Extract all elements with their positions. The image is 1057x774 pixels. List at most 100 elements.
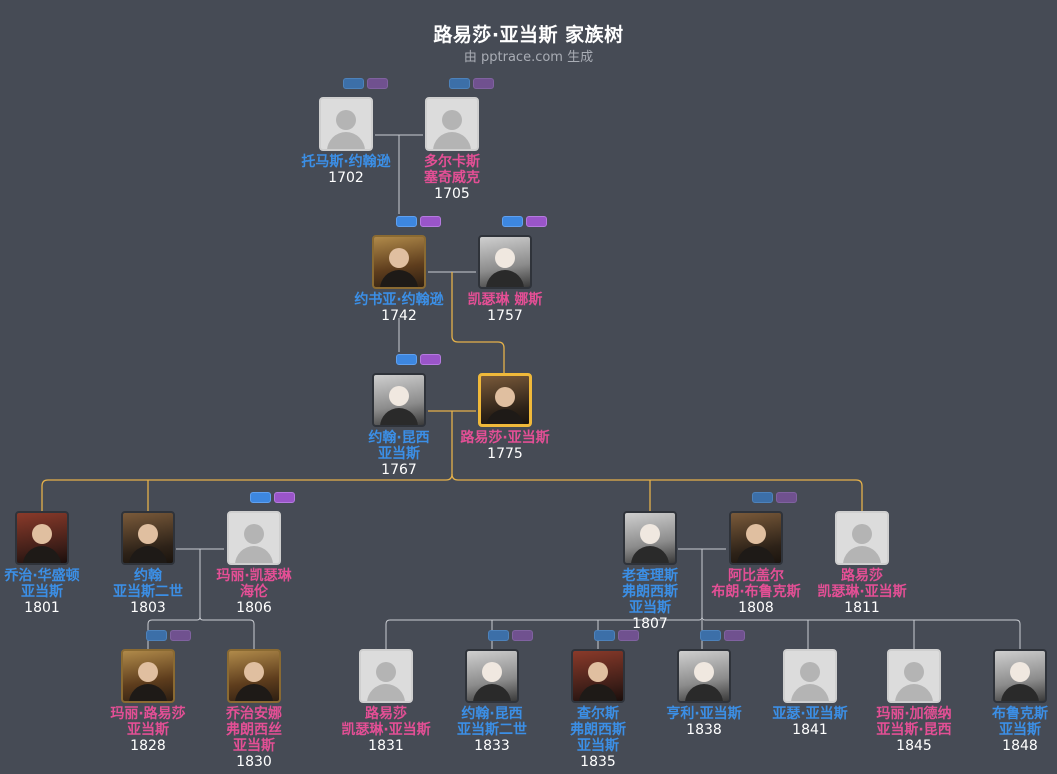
person-name[interactable]: 路易莎 xyxy=(841,568,883,584)
avatar-placeholder-icon[interactable] xyxy=(227,511,281,565)
expand-controls[interactable] xyxy=(396,350,444,365)
person-name[interactable]: 约翰·昆西 xyxy=(461,706,523,722)
expand-children-icon[interactable] xyxy=(724,630,745,641)
portrait-photo[interactable] xyxy=(571,649,625,703)
expand-parents-icon[interactable] xyxy=(146,630,167,641)
portrait-photo[interactable] xyxy=(478,235,532,289)
person-name[interactable]: 亚当斯 xyxy=(21,584,63,600)
person-name[interactable]: 乔治安娜 xyxy=(226,706,282,722)
person-name[interactable]: 玛丽·凯瑟琳 xyxy=(216,568,292,584)
expand-controls[interactable] xyxy=(449,74,497,89)
person-name[interactable]: 塞奇威克 xyxy=(424,170,480,186)
person-name[interactable]: 路易莎·亚当斯 xyxy=(460,430,550,446)
person-name[interactable]: 玛丽·路易莎 xyxy=(110,706,186,722)
person-name[interactable]: 约翰 xyxy=(134,568,162,584)
portrait-photo[interactable] xyxy=(465,649,519,703)
portrait-photo[interactable] xyxy=(227,649,281,703)
portrait-photo[interactable] xyxy=(729,511,783,565)
portrait-photo[interactable] xyxy=(478,373,532,427)
expand-parents-icon[interactable] xyxy=(752,492,773,503)
expand-parents-icon[interactable] xyxy=(700,630,721,641)
expand-children-icon[interactable] xyxy=(274,492,295,503)
person-name[interactable]: 弗朗西斯 xyxy=(622,584,678,600)
person-name[interactable]: 老查理斯 xyxy=(622,568,678,584)
person-name[interactable]: 约书亚·约翰逊 xyxy=(354,292,444,308)
avatar-placeholder-icon[interactable] xyxy=(783,649,837,703)
expand-children-icon[interactable] xyxy=(618,630,639,641)
expand-parents-icon[interactable] xyxy=(594,630,615,641)
expand-controls[interactable] xyxy=(250,488,298,503)
person-name[interactable]: 查尔斯 xyxy=(577,706,619,722)
expand-controls[interactable] xyxy=(488,626,536,641)
person-name[interactable]: 玛丽·加德纳 xyxy=(876,706,952,722)
avatar-placeholder-icon[interactable] xyxy=(319,97,373,151)
expand-children-icon[interactable] xyxy=(420,216,441,227)
person-name[interactable]: 凯瑟琳 娜斯 xyxy=(467,292,543,308)
expand-controls[interactable] xyxy=(343,74,391,89)
portrait-photo[interactable] xyxy=(372,373,426,427)
person-name[interactable]: 亚当斯 xyxy=(999,722,1041,738)
person-name[interactable]: 亚瑟·亚当斯 xyxy=(772,706,848,722)
expand-controls[interactable] xyxy=(502,212,550,227)
expand-controls[interactable] xyxy=(594,626,642,641)
person-name[interactable]: 布鲁克斯 xyxy=(992,706,1048,722)
expand-children-icon[interactable] xyxy=(776,492,797,503)
expand-controls[interactable] xyxy=(700,626,748,641)
person-name[interactable]: 乔治·华盛顿 xyxy=(4,568,80,584)
expand-parents-icon[interactable] xyxy=(396,354,417,365)
portrait-photo[interactable] xyxy=(121,649,175,703)
expand-parents-icon[interactable] xyxy=(250,492,271,503)
expand-parents-icon[interactable] xyxy=(396,216,417,227)
expand-parents-icon[interactable] xyxy=(343,78,364,89)
person-name[interactable]: 弗朗西斯 xyxy=(570,722,626,738)
expand-parents-icon[interactable] xyxy=(488,630,509,641)
person-name[interactable]: 阿比盖尔 xyxy=(728,568,784,584)
person-name[interactable]: 约翰·昆西 xyxy=(368,430,430,446)
person-name[interactable]: 弗朗西丝 xyxy=(226,722,282,738)
person-name[interactable]: 亚当斯 xyxy=(233,738,275,754)
avatar-placeholder-icon[interactable] xyxy=(359,649,413,703)
person-name[interactable]: 亚当斯二世 xyxy=(113,584,183,600)
expand-children-icon[interactable] xyxy=(473,78,494,89)
person-name[interactable]: 布朗·布鲁克斯 xyxy=(711,584,801,600)
avatar-placeholder-icon[interactable] xyxy=(425,97,479,151)
portrait-photo[interactable] xyxy=(993,649,1047,703)
avatar-placeholder-icon[interactable] xyxy=(887,649,941,703)
avatar-placeholder-icon[interactable] xyxy=(835,511,889,565)
person-name[interactable]: 海伦 xyxy=(240,584,268,600)
expand-controls[interactable] xyxy=(752,488,800,503)
person-name[interactable]: 路易莎 xyxy=(365,706,407,722)
portrait-photo[interactable] xyxy=(372,235,426,289)
portrait-photo[interactable] xyxy=(15,511,69,565)
person-name[interactable]: 多尔卡斯 xyxy=(424,154,480,170)
expand-children-icon[interactable] xyxy=(170,630,191,641)
person-name[interactable]: 凯瑟琳·亚当斯 xyxy=(817,584,907,600)
person-name[interactable]: 凯瑟琳·亚当斯 xyxy=(341,722,431,738)
portrait-photo[interactable] xyxy=(121,511,175,565)
portrait-photo[interactable] xyxy=(623,511,677,565)
person-name[interactable]: 托马斯·约翰逊 xyxy=(301,154,391,170)
expand-parents-icon[interactable] xyxy=(449,78,470,89)
expand-controls[interactable] xyxy=(146,626,194,641)
person-name[interactable]: 亚当斯 xyxy=(127,722,169,738)
person-name[interactable]: 亚当斯 xyxy=(629,600,671,616)
